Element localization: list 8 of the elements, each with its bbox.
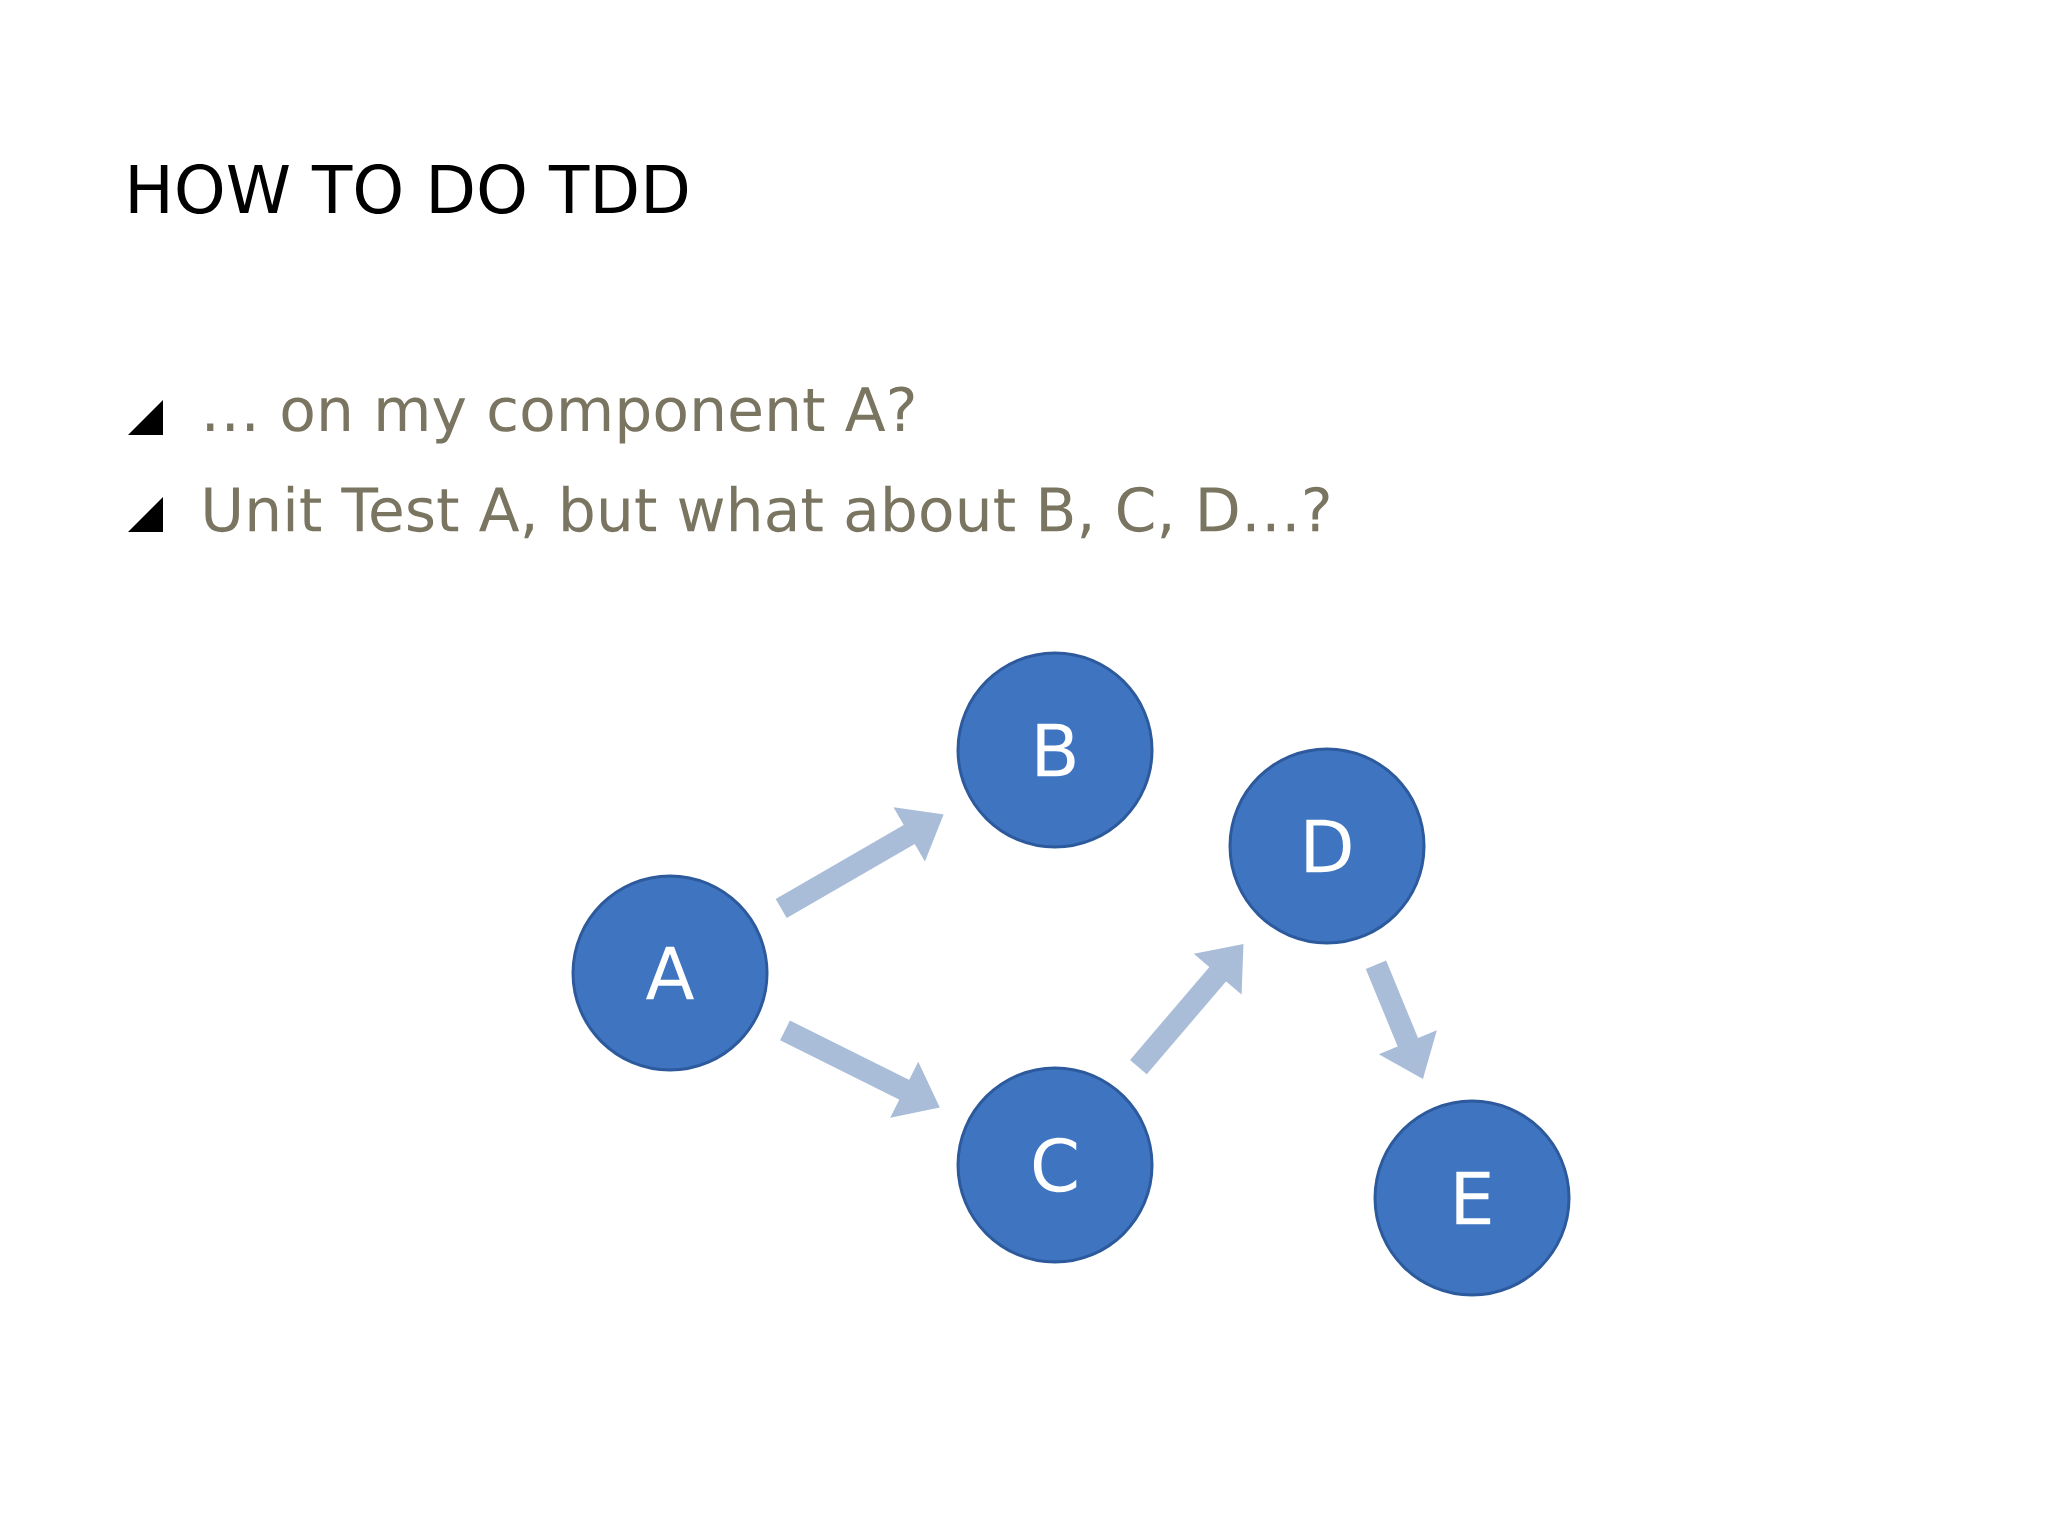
bullet-text: … on my component A? xyxy=(207,386,914,444)
slide-title: HOW TO DO TDD xyxy=(130,164,688,214)
circle-node: C xyxy=(956,1066,1154,1264)
circle-node: B xyxy=(956,651,1154,849)
circle-node: D xyxy=(1228,747,1426,945)
bullet-text: Unit Test A, but what about B, C, D…? xyxy=(205,485,1329,539)
circle-node: A xyxy=(571,874,769,1072)
circle-node: E xyxy=(1373,1099,1571,1297)
